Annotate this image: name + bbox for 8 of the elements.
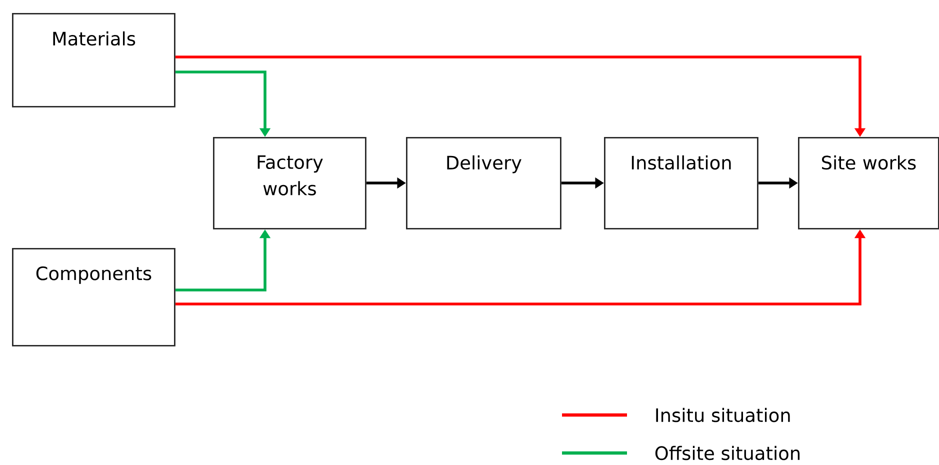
legend-label: Insitu situation — [656, 408, 790, 422]
legend-label: Offsite situation — [655, 446, 800, 460]
process-box: Site works — [798, 137, 939, 230]
process-box: Installation — [604, 137, 758, 230]
process-box: Factory works — [213, 137, 366, 230]
process-box: Delivery — [406, 137, 562, 230]
process-box: Materials — [12, 13, 176, 108]
process-box: Components — [12, 248, 176, 346]
